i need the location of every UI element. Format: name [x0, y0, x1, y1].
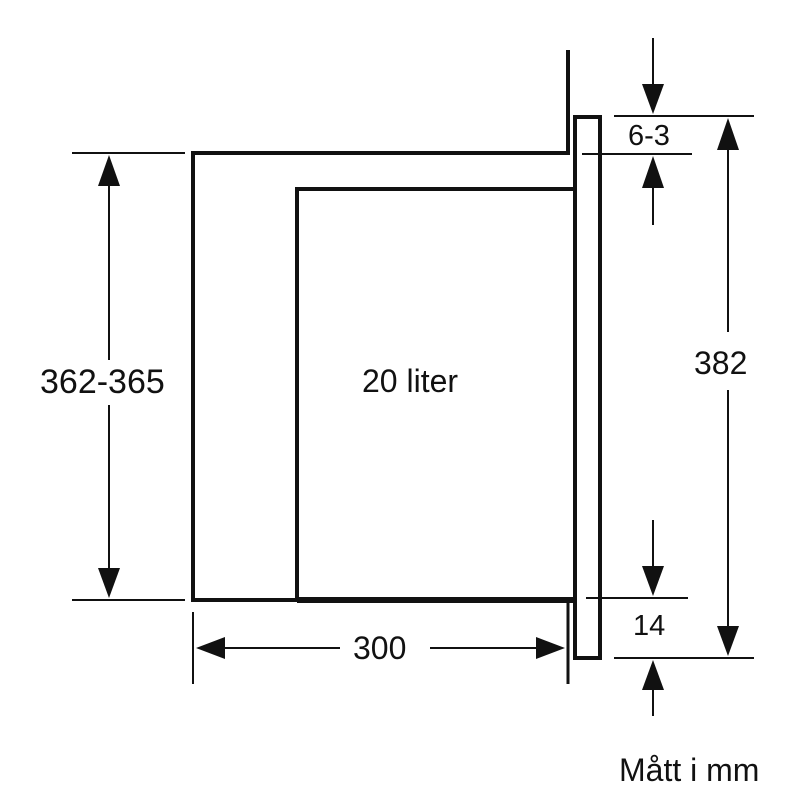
arrow-down-icon: [717, 626, 739, 656]
arrow-left-icon: [196, 637, 225, 659]
bottom-offset-dimension: [586, 520, 688, 716]
appliance-body: [295, 187, 575, 603]
arrow-up-icon: [717, 118, 739, 150]
unit-note: Mått i mm: [619, 752, 760, 788]
front-height-dimension: [614, 115, 754, 659]
arrow-up-icon: [642, 156, 664, 188]
arrow-right-icon: [536, 637, 565, 659]
front-height-label: 382: [694, 345, 748, 381]
front-panel: [573, 115, 602, 660]
depth-label: 300: [353, 630, 407, 666]
niche-height-label: 362-365: [40, 363, 165, 401]
bottom-offset-label: 14: [633, 610, 666, 642]
top-offset-label: 6-3: [628, 120, 670, 152]
arrow-down-icon: [642, 84, 664, 114]
niche-height-dimension: [72, 152, 185, 601]
depth-dimension: [192, 612, 538, 684]
arrow-up-icon: [642, 660, 664, 690]
arrow-down-icon: [98, 568, 120, 598]
top-offset-dimension: [582, 38, 692, 225]
volume-label: 20 liter: [362, 363, 459, 399]
arrow-up-icon: [98, 155, 120, 186]
arrow-down-icon: [642, 566, 664, 596]
